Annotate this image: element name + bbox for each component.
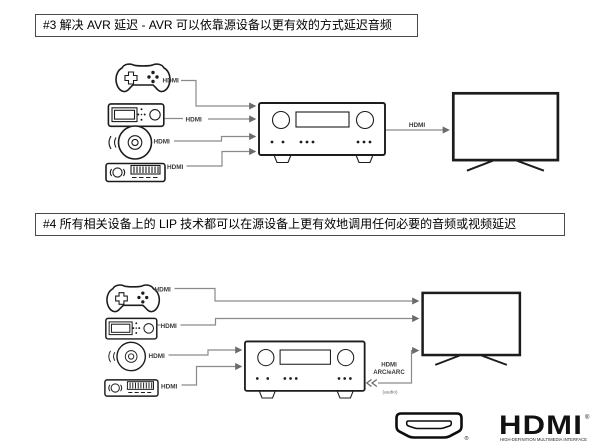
soundbar-icon bbox=[104, 379, 159, 397]
hdmi-output-label: HDMI bbox=[409, 122, 426, 129]
hdmi-cable-disc-to-avr bbox=[174, 132, 257, 142]
hdmi-cable-gamepad-to-tv bbox=[174, 287, 420, 305]
registered-mark: ® bbox=[585, 414, 590, 421]
disc-player-icon bbox=[108, 125, 153, 160]
hdmi-cable-disc-to-avr bbox=[168, 346, 243, 356]
soundbar-icon bbox=[105, 162, 166, 183]
disc-player-icon bbox=[108, 341, 147, 372]
hdmi-port-label: HDMI bbox=[186, 117, 203, 124]
arc-label-line1: HDMI bbox=[381, 362, 397, 369]
arc-label-line2: ARC/eARC bbox=[373, 369, 405, 376]
hdmi-port-label: HDMI bbox=[167, 164, 184, 171]
set-top-box-icon bbox=[105, 317, 158, 340]
set-top-box-icon bbox=[107, 103, 165, 128]
arc-audio-note: (audio) bbox=[383, 390, 398, 396]
hdmi-wordmark: HDMI bbox=[499, 410, 583, 440]
hdmi-port-label: HDMI bbox=[163, 78, 180, 85]
section4-title: #4 所有相关设备上的 LIP 技术都可以在源设备上更有效地调用任何必要的音频或… bbox=[35, 213, 565, 236]
hdmi-cable-gamepad-to-avr bbox=[181, 79, 257, 110]
gamepad-icon bbox=[106, 284, 161, 313]
hdmi-connector-icon bbox=[395, 412, 463, 439]
registered-mark: ® bbox=[465, 435, 469, 442]
section3-diagram: HDMI HDMI HDMI HDMI HDMI bbox=[105, 63, 560, 183]
hdmi-cable-settop-to-tv bbox=[180, 314, 420, 326]
hdmi-port-label: HDMI bbox=[149, 353, 166, 360]
arc-return-arrowheads-icon bbox=[365, 378, 378, 388]
hdmi-cable-soundbar-to-avr bbox=[186, 147, 257, 167]
av-receiver-icon bbox=[244, 340, 366, 399]
tv-icon bbox=[451, 91, 560, 173]
hdmi-port-label: HDMI bbox=[155, 287, 172, 294]
tv-icon bbox=[421, 291, 522, 367]
av-receiver-icon bbox=[258, 102, 386, 164]
hdmi-port-label: HDMI bbox=[161, 323, 178, 330]
section4-diagram: HDMI HDMI HDMI HDMI HDMI ARC/eARC (audio… bbox=[104, 284, 522, 399]
hdmi-arc-cable-tv-to-avr bbox=[378, 346, 420, 384]
hdmi-port-label: HDMI bbox=[154, 139, 171, 146]
hdmi-cable-soundbar-to-avr bbox=[181, 362, 243, 386]
hdmi-port-label: HDMI bbox=[161, 384, 178, 391]
hdmi-branding: ® HDMI ® HIGH-DEFINITION MULTIMEDIA INTE… bbox=[395, 410, 590, 442]
hdmi-tagline: HIGH-DEFINITION MULTIMEDIA INTERFACE bbox=[500, 437, 587, 442]
section3-title: #3 解决 AVR 延迟 - AVR 可以依靠源设备以更有效的方式延迟音频 bbox=[35, 14, 418, 37]
